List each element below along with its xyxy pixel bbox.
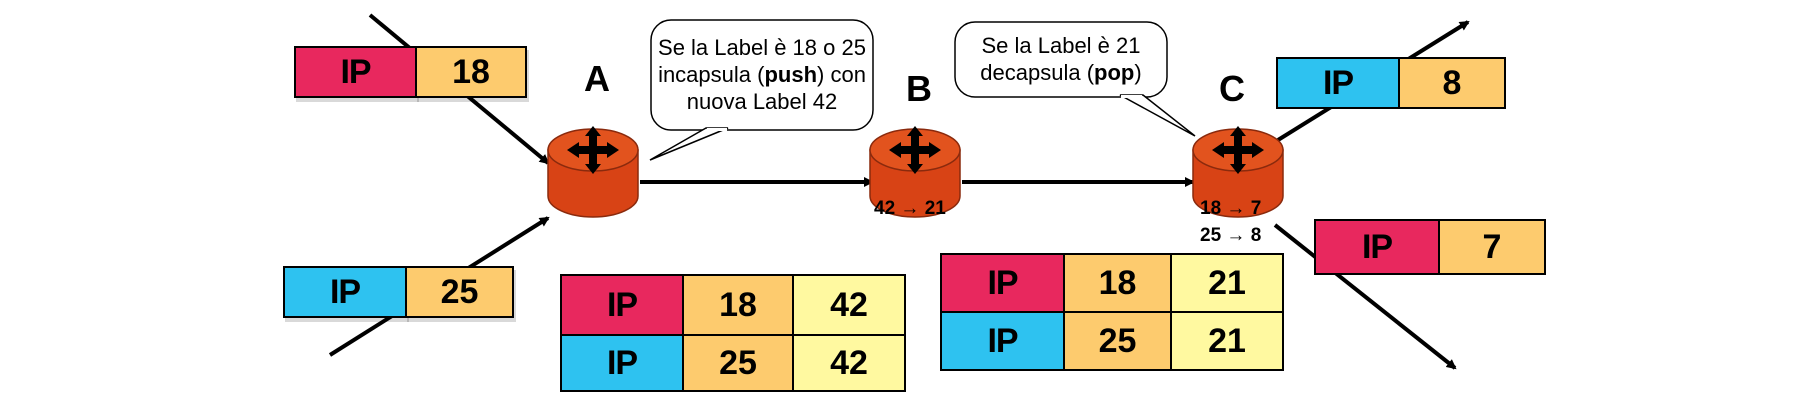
table-c-row2-new: 21	[1170, 311, 1284, 371]
packet-in-bottom-proto: IP	[283, 266, 407, 318]
packet-out-top-label: 8	[1398, 57, 1506, 109]
bubble-b-text: Se la Label è 21 decapsula (pop)	[980, 33, 1142, 85]
table-c-row1-proto: IP	[940, 253, 1065, 313]
table-c-row1-label: 18	[1063, 253, 1172, 313]
table-a-row2-proto: IP	[560, 334, 684, 392]
packet-in-top-label: 18	[415, 46, 527, 98]
table-c-row2-label: 25	[1063, 311, 1172, 371]
router-c-swap-1: 18 → 7	[1200, 198, 1262, 219]
router-b-swap: 42 → 21	[874, 198, 946, 219]
packet-out-bottom-label: 7	[1438, 219, 1546, 275]
bubble-a	[649, 19, 874, 161]
router-c-label: C	[1219, 68, 1245, 109]
table-c-row1-new: 21	[1170, 253, 1284, 313]
table-a-row1-new: 42	[792, 274, 906, 336]
output-link-bottom	[1273, 223, 1457, 370]
bubble-b	[954, 21, 1196, 137]
packet-in-bottom-label: 25	[405, 266, 514, 318]
table-c-row2-proto: IP	[940, 311, 1065, 371]
table-a-row1-proto: IP	[560, 274, 684, 336]
table-a-row2-label: 25	[682, 334, 794, 392]
router-c-swap-2: 25 → 8	[1200, 225, 1262, 246]
table-a-row2-new: 42	[792, 334, 906, 392]
packet-in-top-proto: IP	[294, 46, 417, 98]
table-a-row1-label: 18	[682, 274, 794, 336]
router-a-icon	[547, 125, 639, 218]
bubble-a-text: Se la Label è 18 o 25 incapsula (push) c…	[658, 35, 866, 114]
router-b-label: B	[906, 68, 932, 109]
packet-out-top-proto: IP	[1276, 57, 1400, 109]
router-a-label: A	[584, 58, 610, 99]
packet-out-bottom-proto: IP	[1314, 219, 1440, 275]
